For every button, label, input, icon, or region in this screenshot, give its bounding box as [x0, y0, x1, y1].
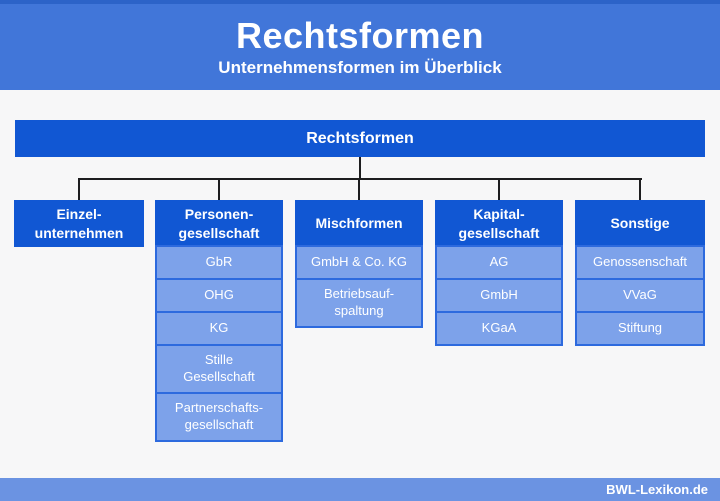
connector-drop-einzelunternehmen	[78, 180, 80, 200]
connector-drop-sonstige	[639, 180, 641, 200]
column-personengesellschaft: Personen- gesellschaft GbR OHG KG Stille…	[155, 200, 283, 442]
brand-label: BWL-Lexikon.de	[606, 482, 708, 497]
node-header-personengesellschaft: Personen- gesellschaft	[155, 200, 283, 247]
node-ohg: OHG	[155, 278, 283, 313]
node-gbr: GbR	[155, 245, 283, 280]
column-kapitalgesellschaft: Kapital- gesellschaft AG GmbH KGaA	[435, 200, 563, 346]
page-title: Rechtsformen	[235, 14, 485, 56]
node-header-kapitalgesellschaft: Kapital- gesellschaft	[435, 200, 563, 247]
footer-bar: BWL-Lexikon.de	[0, 478, 720, 501]
node-gmbh: GmbH	[435, 278, 563, 313]
node-header-einzelunternehmen: Einzel- unternehmen	[14, 200, 144, 247]
root-node-rechtsformen: Rechtsformen	[15, 120, 705, 157]
connector-drop-kapitalgesellschaft	[498, 180, 500, 200]
node-gmbh-co-kg: GmbH & Co. KG	[295, 245, 423, 280]
node-header-sonstige: Sonstige	[575, 200, 705, 247]
node-stiftung: Stiftung	[575, 311, 705, 346]
page-subtitle: Unternehmensformen im Überblick	[218, 58, 502, 78]
node-stille-gesellschaft: Stille Gesellschaft	[155, 344, 283, 394]
column-sonstige: Sonstige Genossenschaft VVaG Stiftung	[575, 200, 705, 346]
node-header-mischformen: Mischformen	[295, 200, 423, 247]
connector-drop-mischformen	[358, 180, 360, 200]
node-betriebsaufspaltung: Betriebsauf- spaltung	[295, 278, 423, 328]
connector-horizontal	[78, 178, 642, 180]
node-kg: KG	[155, 311, 283, 346]
column-einzelunternehmen: Einzel- unternehmen	[14, 200, 144, 247]
node-kgaa: KGaA	[435, 311, 563, 346]
column-mischformen: Mischformen GmbH & Co. KG Betriebsauf- s…	[295, 200, 423, 328]
org-chart: Rechtsformen Einzel- unternehmen Persone…	[0, 90, 720, 477]
connector-drop-personengesellschaft	[218, 180, 220, 200]
node-ag: AG	[435, 245, 563, 280]
node-genossenschaft: Genossenschaft	[575, 245, 705, 280]
title-banner: Rechtsformen Unternehmensformen im Überb…	[0, 0, 720, 90]
node-vvag: VVaG	[575, 278, 705, 313]
node-partnerschaftsgesellschaft: Partnerschafts- gesellschaft	[155, 391, 283, 442]
connector-stem	[359, 157, 361, 180]
